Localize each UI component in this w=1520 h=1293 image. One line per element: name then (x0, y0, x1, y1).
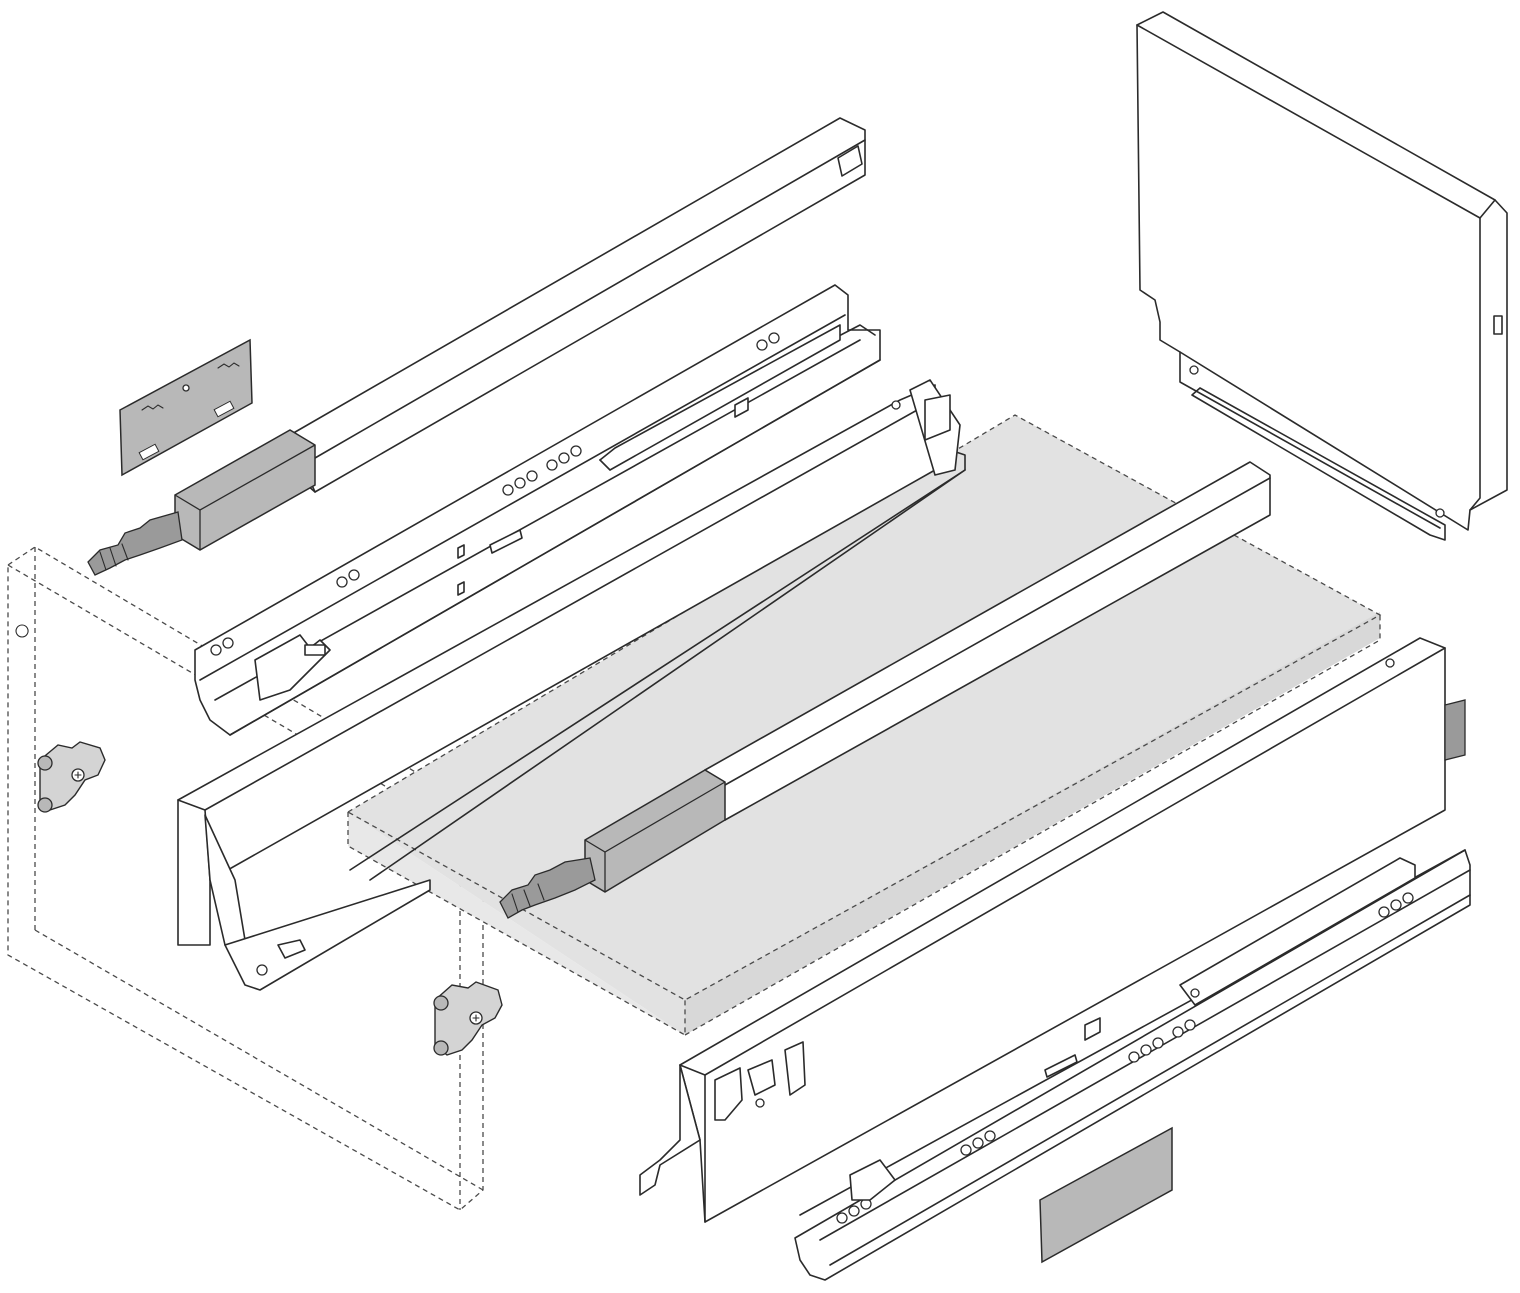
lower-runner-holes (836, 892, 1414, 1224)
back-panel (1136, 11, 1508, 541)
upper-runner (194, 284, 881, 736)
upper-rail-with-tip-on-unit (87, 117, 866, 576)
right-drawer-side (639, 637, 1466, 1223)
back-panel-slot (1493, 315, 1503, 335)
lower-runner (794, 849, 1471, 1281)
front-fixing-clip-upper (37, 741, 106, 813)
cover-cap-lower (1039, 1126, 1173, 1264)
cabinet-hole (15, 624, 29, 638)
left-drawer-side (177, 379, 966, 991)
cover-cap-upper (119, 338, 253, 477)
front-rail-with-tip-on-unit (499, 461, 1271, 919)
runner-holes (210, 332, 780, 656)
front-fixing-clip-lower (433, 981, 503, 1056)
